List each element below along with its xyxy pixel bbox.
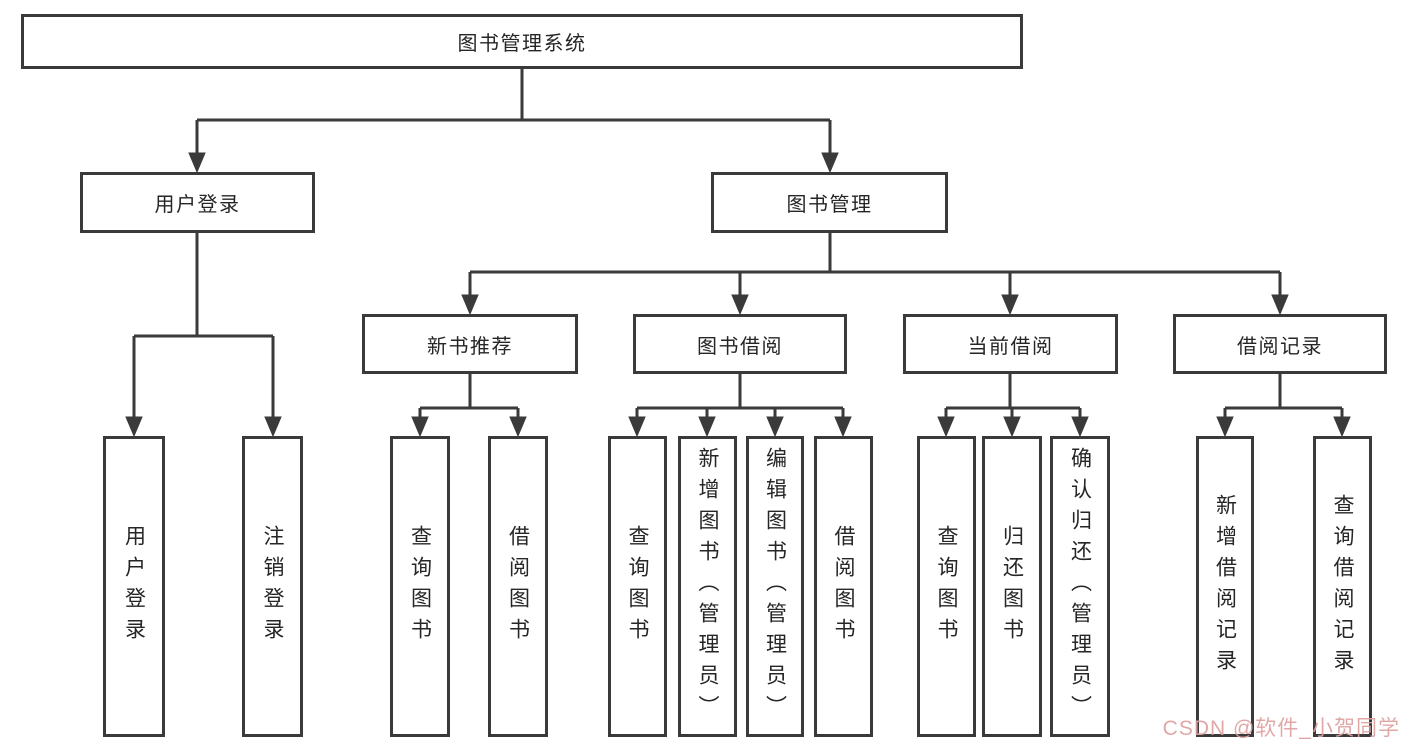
node-label: 查询借阅记录	[1331, 493, 1354, 680]
node-label: 图书管理系统	[457, 33, 587, 55]
node-new-book-recommend: 新书推荐	[362, 314, 578, 374]
leaf-add-books-admin: 新增图书（管理员）	[678, 436, 737, 737]
arrow-down-icon	[1271, 294, 1289, 316]
csdn-watermark: CSDN @软件_小贺同学	[1162, 717, 1400, 740]
arrow-down-icon	[1216, 416, 1234, 438]
arrow-down-icon	[411, 416, 429, 438]
node-label: 当前借阅	[967, 335, 1054, 358]
leaf-logout: 注销登录	[242, 436, 303, 737]
node-label: 图书管理	[786, 194, 873, 216]
arrow-down-icon	[1071, 416, 1089, 438]
arrow-down-icon	[1001, 294, 1019, 316]
node-label: 新增图书（管理员）	[696, 447, 719, 726]
leaf-add-borrow-record: 新增借阅记录	[1196, 436, 1254, 737]
leaf-query-books-recommend: 查询图书	[390, 436, 450, 737]
arrow-down-icon	[628, 416, 646, 438]
arrow-down-icon	[937, 416, 955, 438]
leaf-query-books-current: 查询图书	[917, 436, 976, 737]
node-label: 用户登录	[122, 524, 146, 649]
leaf-borrow-books-recommend: 借阅图书	[488, 436, 548, 737]
arrow-down-icon	[821, 152, 839, 174]
leaf-confirm-return-admin: 确认归还（管理员）	[1050, 436, 1110, 737]
node-borrowing-records: 借阅记录	[1173, 314, 1387, 374]
leaf-query-borrow-record: 查询借阅记录	[1313, 436, 1372, 737]
node-user-login: 用户登录	[80, 172, 315, 233]
node-label: 注销登录	[261, 524, 284, 649]
node-label: 借阅图书	[506, 524, 530, 649]
arrow-down-icon	[264, 416, 282, 438]
node-book-borrowing: 图书借阅	[633, 314, 847, 374]
arrow-down-icon	[1003, 416, 1021, 438]
arrow-down-icon	[766, 416, 784, 438]
arrow-down-icon	[188, 152, 206, 174]
leaf-edit-books-admin: 编辑图书（管理员）	[746, 436, 804, 737]
node-label: 图书借阅	[697, 335, 783, 358]
arrow-down-icon	[698, 416, 716, 438]
node-label: 查询图书	[935, 524, 958, 649]
node-label: 查询图书	[408, 524, 432, 649]
leaf-user-login: 用户登录	[103, 436, 165, 737]
leaf-borrow-books-borrowing: 借阅图书	[814, 436, 873, 737]
node-label: 查询图书	[626, 524, 649, 649]
arrow-down-icon	[1333, 416, 1351, 438]
node-current-borrowing: 当前借阅	[903, 314, 1118, 374]
node-library-system: 图书管理系统	[21, 14, 1023, 69]
arrow-down-icon	[834, 416, 852, 438]
node-label: 确认归还（管理员）	[1068, 447, 1092, 726]
node-label: 借阅记录	[1237, 335, 1323, 358]
arrow-down-icon	[731, 294, 749, 316]
node-book-management: 图书管理	[711, 172, 948, 233]
arrow-down-icon	[461, 294, 479, 316]
arrow-down-icon	[509, 416, 527, 438]
node-label: 新增借阅记录	[1213, 493, 1237, 680]
arrow-down-icon	[125, 416, 143, 438]
leaf-return-books: 归还图书	[982, 436, 1042, 737]
node-label: 新书推荐	[427, 335, 513, 358]
leaf-query-books-borrowing: 查询图书	[608, 436, 667, 737]
node-label: 借阅图书	[832, 524, 855, 649]
node-label: 归还图书	[1000, 524, 1024, 649]
node-label: 用户登录	[154, 194, 241, 216]
node-label: 编辑图书（管理员）	[763, 447, 787, 726]
